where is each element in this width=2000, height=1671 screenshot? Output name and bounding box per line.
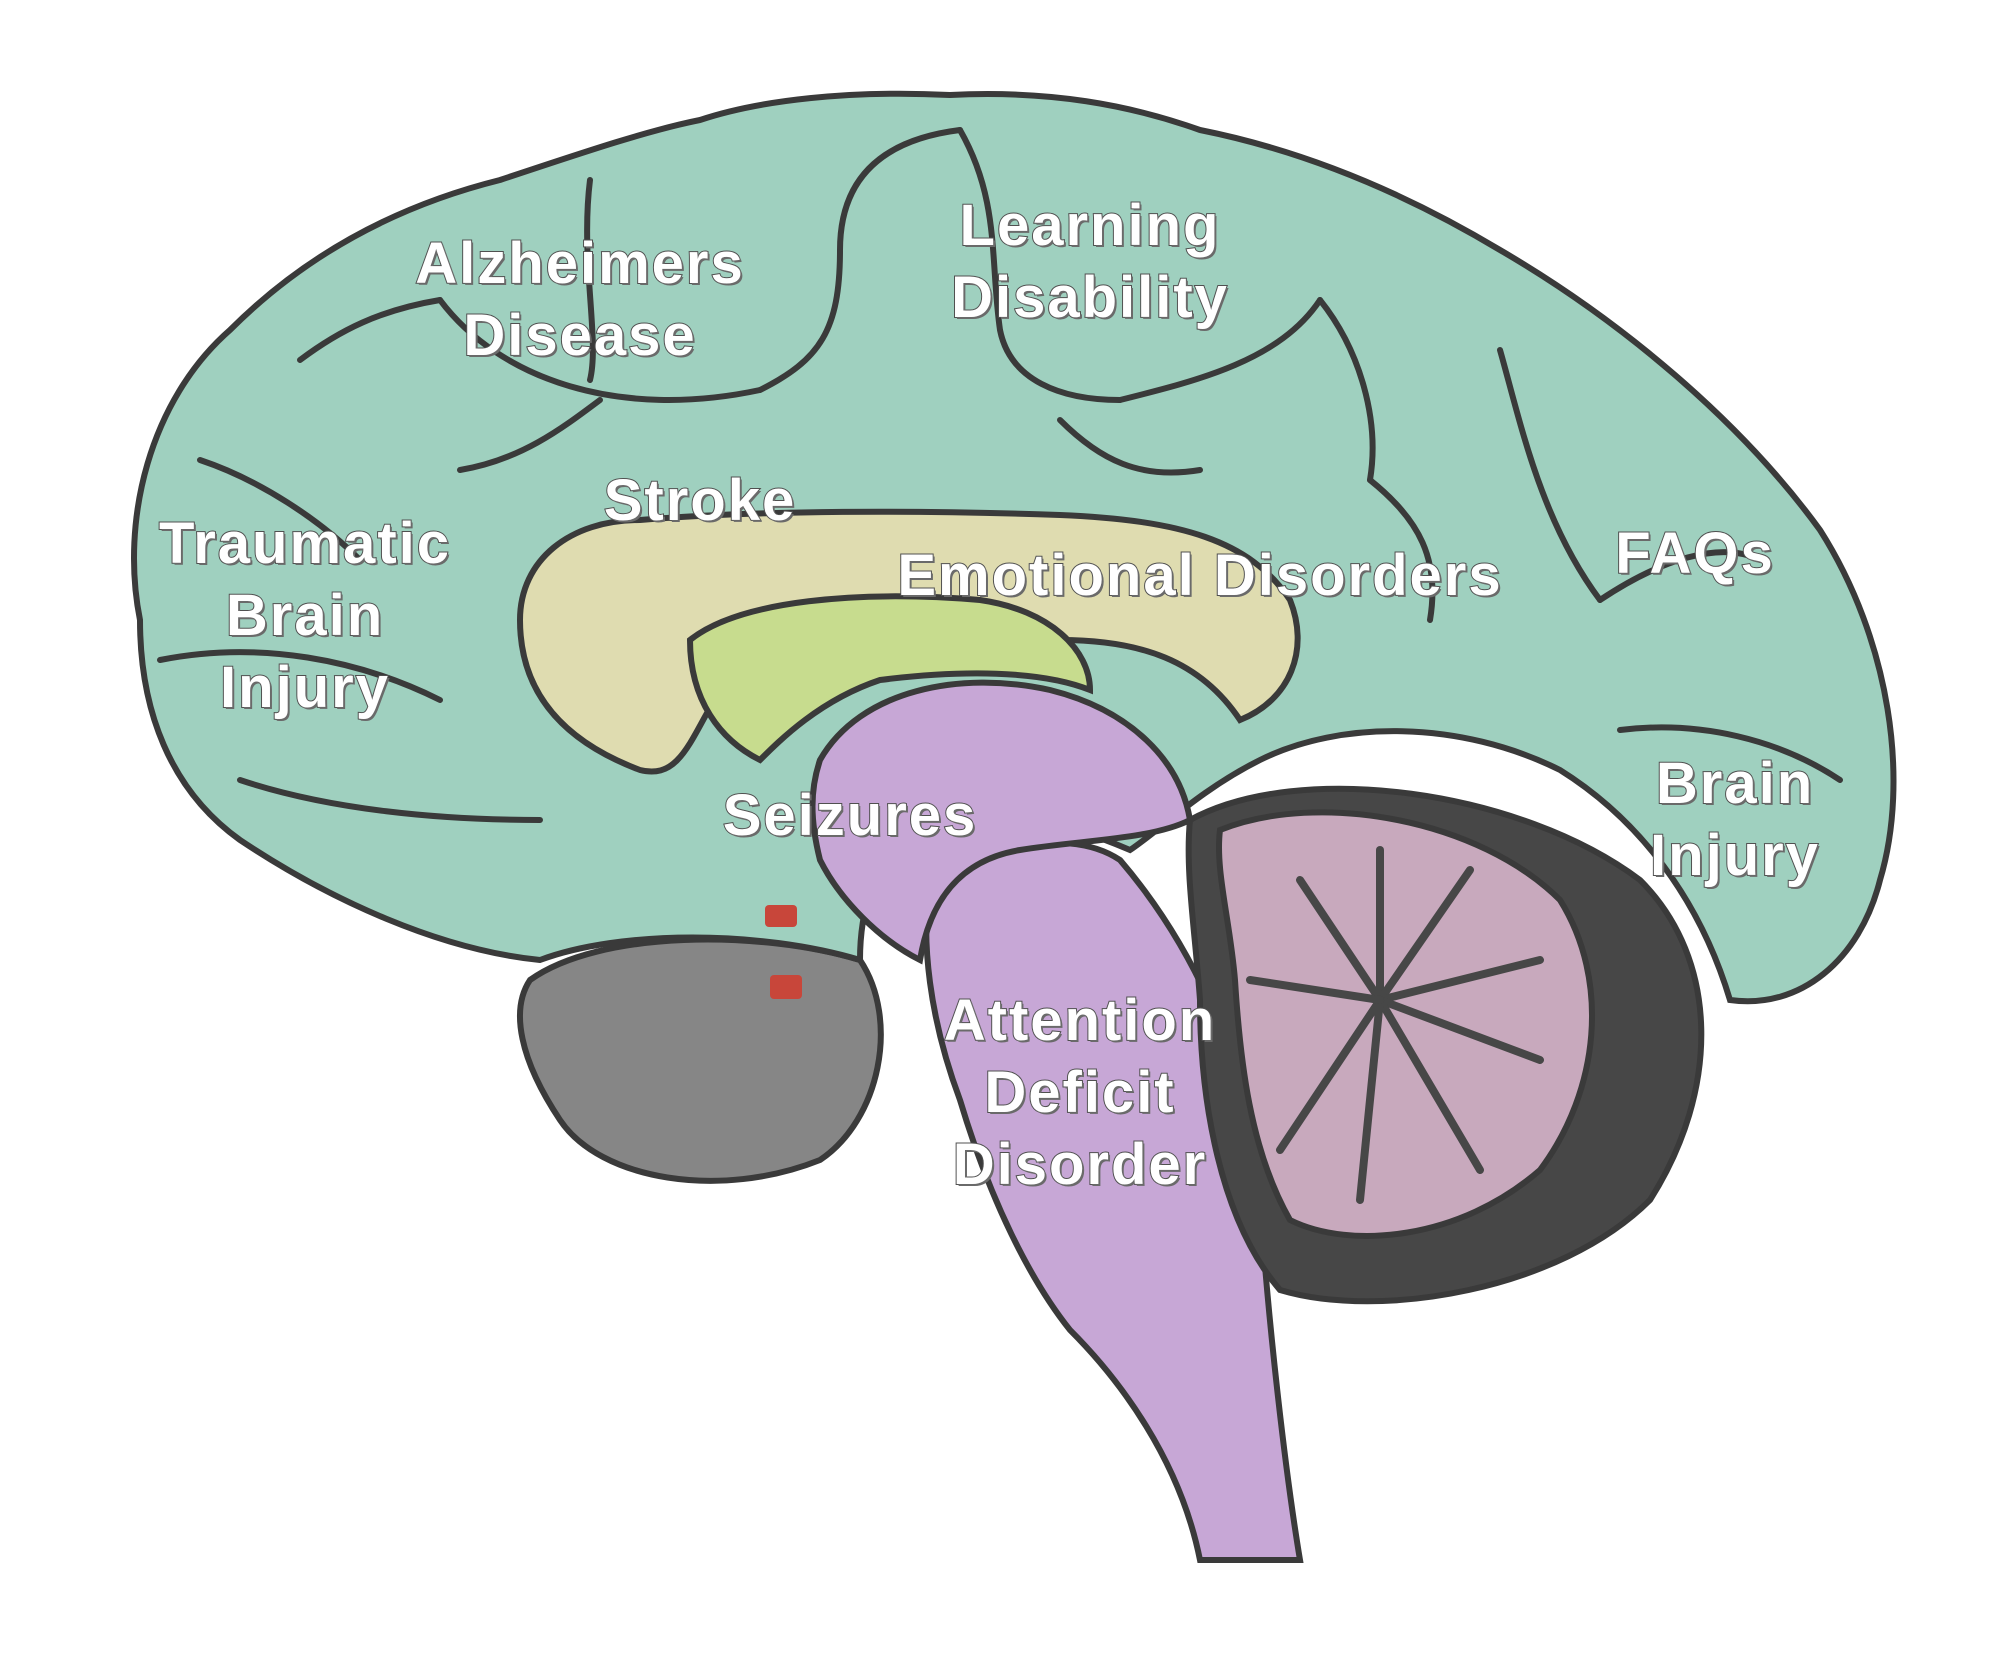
label-line: Disorder — [952, 1131, 1208, 1198]
link-learning-disability[interactable]: Learning Disability — [930, 190, 1250, 334]
label-line: Disease — [462, 302, 697, 369]
cerebellum-folia — [1246, 846, 1544, 1204]
link-alzheimers-disease[interactable]: Alzheimers Disease — [400, 228, 760, 372]
hypothalamus-marker — [770, 975, 802, 999]
label-line: Emotional Disorders — [896, 542, 1503, 609]
hypothalamus-marker — [765, 905, 797, 927]
label-line: Injury — [219, 654, 390, 721]
label-line: Traumatic — [158, 510, 451, 577]
link-stroke[interactable]: Stroke — [580, 465, 820, 537]
fornix-shape — [686, 593, 1094, 764]
label-line: Attention — [943, 987, 1217, 1054]
label-line: Alzheimers — [414, 230, 745, 297]
label-line: Disability — [950, 264, 1229, 331]
label-line: Brain — [225, 582, 385, 649]
label-line: Brain — [1655, 750, 1815, 817]
label-line: Injury — [1649, 822, 1820, 889]
label-line: FAQs — [1614, 520, 1775, 587]
link-faqs[interactable]: FAQs — [1595, 518, 1795, 590]
link-emotional-disorders[interactable]: Emotional Disorders — [870, 540, 1530, 612]
label-line: Stroke — [603, 467, 797, 534]
link-brain-injury[interactable]: Brain Injury — [1620, 748, 1850, 892]
label-line: Deficit — [983, 1059, 1176, 1126]
label-line: Learning — [959, 192, 1221, 259]
link-seizures[interactable]: Seizures — [705, 780, 995, 852]
thalamus-shape — [809, 679, 1194, 965]
link-traumatic-brain-injury[interactable]: Traumatic Brain Injury — [140, 508, 470, 724]
gyrus-lines — [157, 127, 1843, 823]
link-attention-deficit-disorder[interactable]: Attention Deficit Disorder — [930, 985, 1230, 1201]
label-line: Seizures — [722, 782, 978, 849]
temporal-lobe-shape — [517, 936, 884, 1184]
cerebellum-core-shape — [1216, 809, 1595, 1239]
